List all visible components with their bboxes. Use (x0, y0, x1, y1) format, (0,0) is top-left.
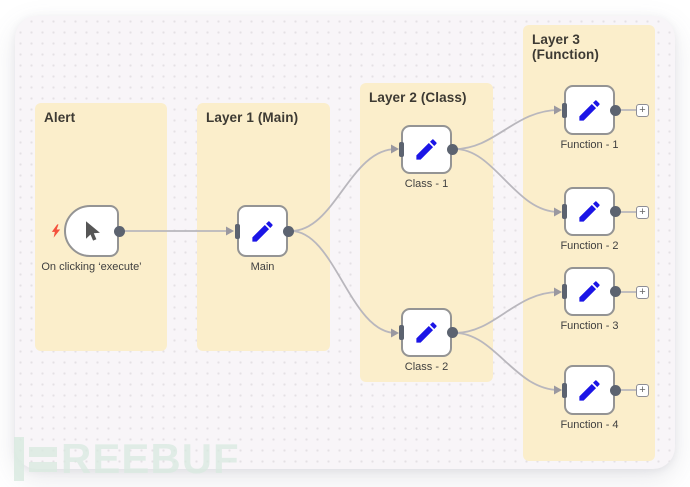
group-layer3-title: Layer 3 (Function) (532, 32, 599, 62)
output-connector[interactable] (609, 104, 621, 116)
plus-icon: + (639, 103, 646, 116)
pencil-icon (416, 322, 437, 343)
add-node-button[interactable]: + (636, 205, 649, 219)
output-connector[interactable] (446, 327, 458, 338)
add-node-button[interactable]: + (636, 103, 649, 117)
input-connector[interactable] (399, 142, 404, 157)
pencil-icon (579, 379, 600, 401)
pencil-icon (579, 281, 600, 302)
input-connector[interactable] (562, 284, 567, 299)
pencil-icon (579, 99, 600, 121)
input-connector[interactable] (562, 102, 567, 118)
output-connector[interactable] (113, 225, 125, 237)
node-function3-label: Function - 3 (560, 320, 619, 332)
node-function1-label: Function - 1 (560, 139, 619, 151)
group-alert-title: Alert (44, 110, 76, 125)
pencil-icon (579, 201, 600, 222)
output-connector[interactable] (609, 384, 621, 396)
plus-icon: + (639, 285, 646, 298)
node-function3[interactable]: Function - 3 (560, 267, 621, 332)
node-function4-label: Function - 4 (560, 419, 619, 431)
plus-icon: + (639, 205, 646, 218)
node-trigger-label: On clicking ‘execute’ (41, 261, 142, 273)
pencil-icon (416, 139, 437, 160)
input-connector[interactable] (235, 223, 240, 239)
node-class2[interactable]: Class - 2 (399, 308, 458, 373)
output-connector[interactable] (282, 225, 294, 237)
node-function1[interactable]: Function - 1 (560, 85, 621, 151)
input-connector[interactable] (562, 204, 567, 219)
pencil-icon (252, 220, 273, 242)
lightning-icon (51, 224, 61, 238)
node-class2-label: Class - 2 (404, 361, 449, 373)
group-layer2-title: Layer 2 (Class) (369, 90, 467, 105)
output-connector[interactable] (609, 206, 621, 217)
add-node-button[interactable]: + (636, 383, 649, 397)
node-function2-label: Function - 2 (560, 240, 619, 252)
plus-icon: + (639, 383, 646, 396)
input-connector[interactable] (562, 382, 567, 398)
node-main-label: Main (250, 261, 275, 273)
node-main[interactable]: Main (235, 205, 294, 273)
node-function4[interactable]: Function - 4 (560, 365, 621, 431)
node-class1-label: Class - 1 (404, 178, 449, 190)
node-function2[interactable]: Function - 2 (560, 187, 621, 252)
input-connector[interactable] (399, 325, 404, 340)
cursor-icon (85, 221, 100, 241)
output-connector[interactable] (446, 144, 458, 155)
group-layer1-title: Layer 1 (Main) (206, 110, 299, 125)
add-node-button[interactable]: + (636, 285, 649, 299)
node-trigger[interactable]: On clicking ‘execute’ (41, 205, 142, 273)
output-connector[interactable] (609, 286, 621, 297)
node-class1[interactable]: Class - 1 (399, 125, 458, 190)
